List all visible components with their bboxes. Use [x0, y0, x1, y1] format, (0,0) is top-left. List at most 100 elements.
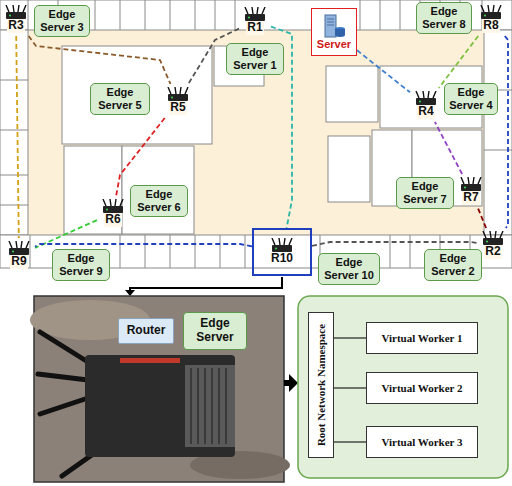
edge-server-box: Edge Server 1	[226, 43, 284, 74]
edge-server-box: Edge Server 7	[396, 177, 454, 208]
dashed-link	[439, 36, 478, 88]
node-label: Edge Server 7	[400, 180, 450, 205]
router-node: R6	[97, 196, 129, 230]
antenna	[103, 199, 123, 206]
router-node: R7	[455, 174, 487, 208]
dashed-link	[357, 50, 410, 92]
dashed-link	[478, 208, 486, 228]
led	[464, 187, 466, 189]
router-node: R2	[477, 228, 509, 262]
router-node: R5	[162, 84, 194, 118]
node-label: Virtual Worker 3	[381, 436, 462, 449]
node-label: Edge Server 1	[230, 46, 280, 71]
antenna	[416, 91, 436, 98]
room-block	[62, 46, 212, 144]
router-name: R4	[417, 105, 434, 119]
edge-server-label: Edge Server	[183, 312, 247, 350]
edge-server-box: Edge Server 4	[444, 83, 498, 114]
connector-line	[334, 387, 366, 388]
router-name: R8	[482, 19, 499, 33]
router-icon	[4, 5, 28, 19]
worker-box: Virtual Worker 2	[366, 372, 478, 404]
server-icon	[322, 14, 346, 38]
server-slots	[327, 19, 334, 25]
router-body	[6, 12, 26, 19]
namespace-box: Root Network Namespace	[308, 312, 334, 458]
antenna	[272, 238, 292, 245]
router-name: R7	[462, 191, 479, 205]
led	[12, 251, 14, 253]
edge-server-box: Edge Server 6	[130, 185, 188, 216]
room-walls	[0, 80, 28, 205]
led	[486, 241, 488, 243]
router-body	[103, 206, 123, 213]
node-label: Edge Server 3	[38, 8, 86, 33]
arrow-head	[289, 374, 298, 392]
router-name: R2	[484, 245, 501, 259]
led	[106, 209, 108, 211]
led	[419, 101, 421, 103]
led	[275, 248, 277, 250]
dashed-link	[312, 242, 477, 246]
router-icon	[243, 7, 267, 21]
router-node: R1	[239, 4, 271, 38]
router-node: R3	[0, 2, 32, 36]
router-case	[85, 355, 235, 457]
router-name: R1	[246, 21, 263, 35]
dashed-link	[16, 36, 19, 238]
router-name: R3	[7, 19, 24, 33]
dashed-link	[435, 122, 462, 174]
led	[248, 17, 250, 19]
worker-panel	[298, 296, 508, 478]
dashed-link	[29, 36, 171, 84]
router-body	[483, 238, 503, 245]
node-label: Edge Server 5	[94, 86, 146, 111]
disk-body	[335, 29, 345, 37]
dashed-link	[35, 244, 252, 247]
router-body	[416, 98, 436, 105]
antenna	[168, 87, 188, 94]
router-icon	[414, 91, 438, 105]
router-name: R10	[271, 252, 293, 266]
router-body	[245, 14, 265, 21]
router-icon	[270, 238, 294, 252]
router-icon	[7, 241, 31, 255]
room-column	[0, 30, 28, 235]
led	[171, 97, 173, 99]
arrow-head	[125, 290, 135, 296]
edge-server-box: Edge Server 8	[416, 2, 472, 33]
router-icon	[101, 199, 125, 213]
led	[484, 15, 486, 17]
led	[9, 15, 11, 17]
node-label: Edge Server 6	[134, 188, 184, 213]
node-label: Root Network Namespace	[315, 324, 328, 446]
router-icon	[481, 231, 505, 245]
room-block	[328, 136, 370, 202]
edge-server-box: Edge Server 9	[52, 249, 110, 280]
router-node: R10	[252, 228, 312, 276]
server-box: Server	[311, 8, 357, 56]
node-label: Edge Server	[184, 317, 246, 345]
router-node: R4	[410, 88, 442, 122]
dashed-link	[505, 36, 508, 228]
node-label: Server	[317, 38, 351, 51]
edge-server-box: Edge Server 3	[34, 5, 90, 36]
room-column	[484, 30, 512, 235]
router-name: R5	[169, 101, 186, 115]
antenna	[9, 241, 29, 248]
edge-server-box: Edge Server 2	[424, 249, 482, 280]
room-block	[326, 66, 378, 122]
router-icon	[166, 87, 190, 101]
node-label: Virtual Worker 2	[381, 382, 462, 395]
antenna	[245, 7, 265, 14]
dashed-link	[116, 118, 165, 196]
case-stripe	[120, 358, 180, 363]
node-label: Edge Server 9	[56, 252, 106, 277]
edge-server-box: Edge Server 5	[90, 83, 150, 114]
router-icon	[459, 177, 483, 191]
node-label: Edge Server 2	[428, 252, 478, 277]
router-body	[461, 184, 481, 191]
node-label: Edge Server 10	[322, 256, 376, 281]
router-label: Router	[118, 318, 174, 344]
antenna	[6, 5, 26, 12]
